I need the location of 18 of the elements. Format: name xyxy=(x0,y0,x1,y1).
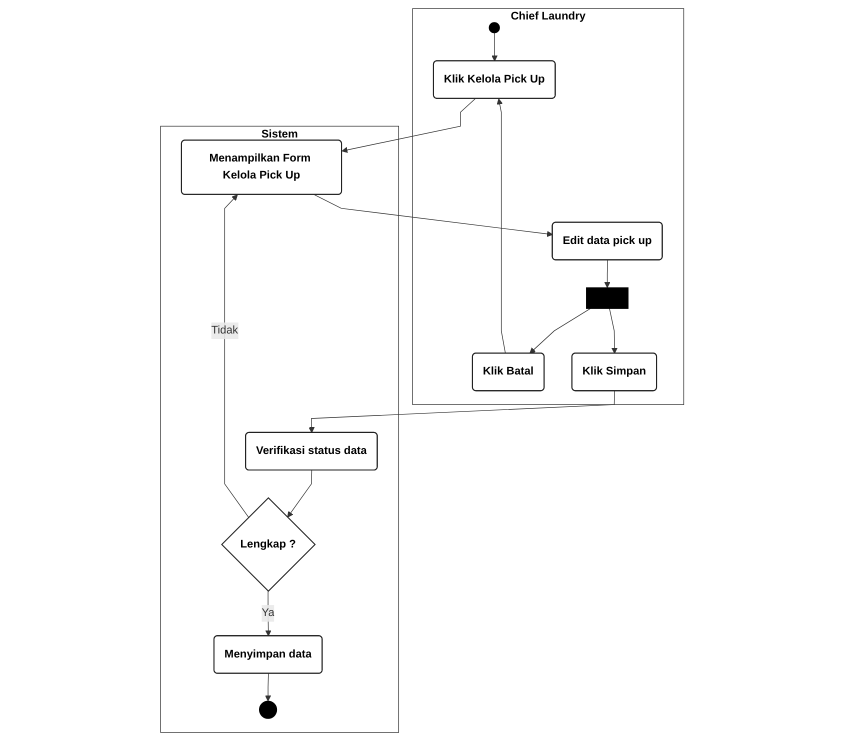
node-circle xyxy=(259,700,278,718)
arrow xyxy=(530,308,592,354)
edge-label: Ya xyxy=(262,606,275,618)
arrow xyxy=(224,194,250,518)
node-diamond: Lengkap ? xyxy=(221,496,316,592)
node-bar xyxy=(586,286,629,308)
arrow xyxy=(288,470,312,518)
arrow xyxy=(266,590,272,636)
arrow xyxy=(265,672,272,701)
arrow xyxy=(497,98,506,354)
arrow xyxy=(308,390,616,433)
node-circle xyxy=(489,22,500,33)
arrow xyxy=(609,308,618,354)
edge-label: Tidak xyxy=(212,324,238,336)
arrow xyxy=(492,32,498,61)
arrow xyxy=(342,98,476,152)
arrow xyxy=(314,194,554,236)
arrow xyxy=(604,259,611,288)
